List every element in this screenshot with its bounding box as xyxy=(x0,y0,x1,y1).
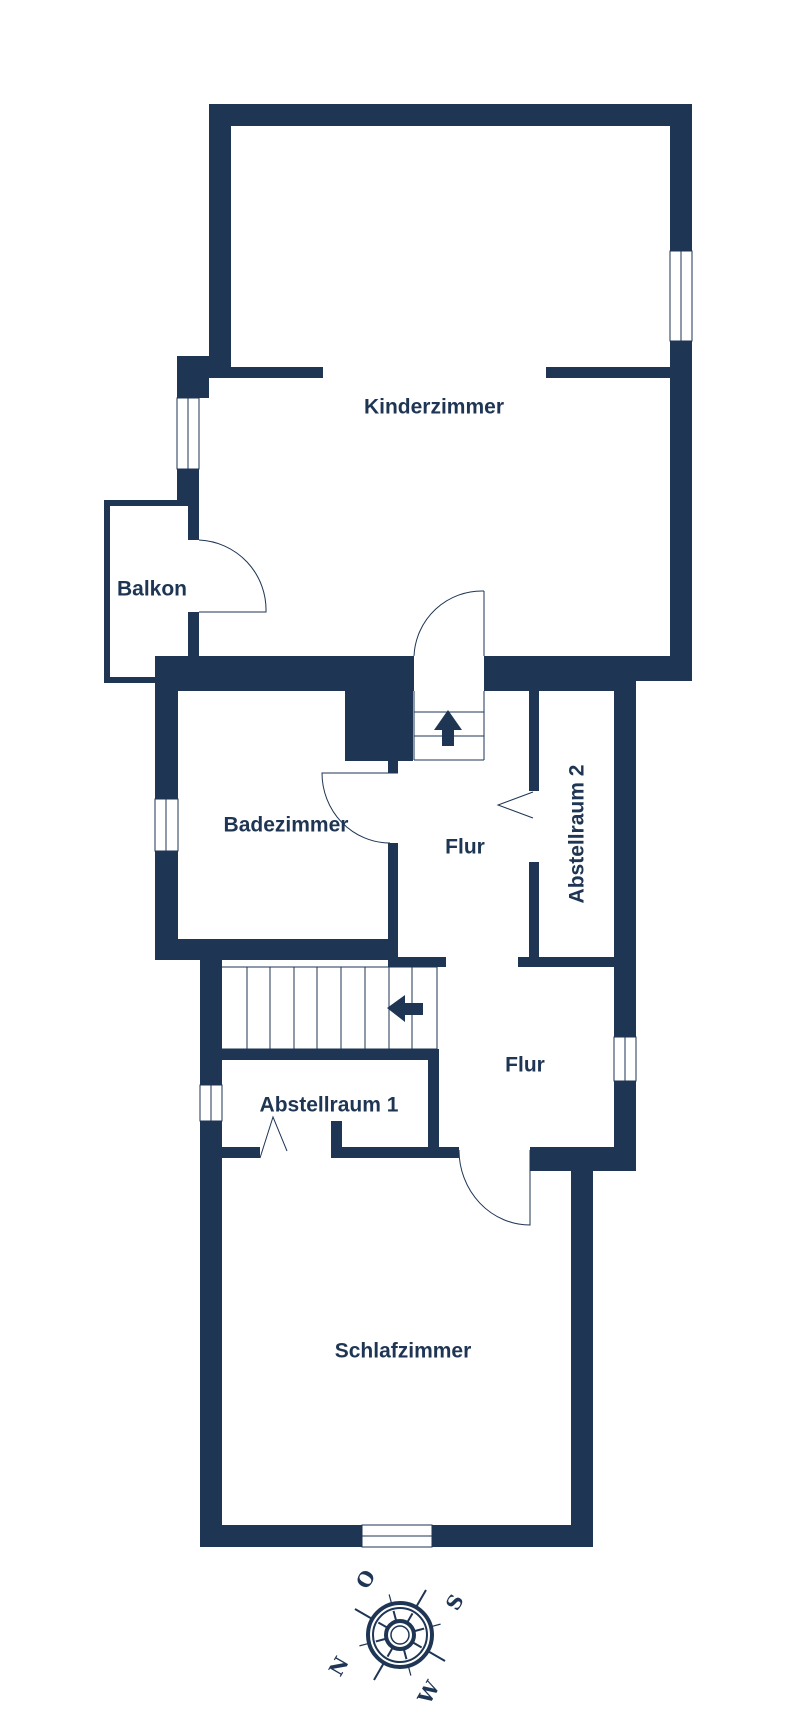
walls xyxy=(104,104,692,1547)
compass-inner-spoke xyxy=(386,1646,394,1658)
abstellraum-2-door xyxy=(496,791,534,819)
compass-west-label: W xyxy=(412,1676,445,1709)
label-schlafzimmer: Schlafzimmer xyxy=(335,1340,472,1363)
label-badezimmer: Badezimmer xyxy=(224,814,349,837)
label-abstellraum-2: Abstellraum 2 xyxy=(566,765,589,904)
compass-south-label: S xyxy=(441,1590,469,1615)
compass-rose-icon: O S W N xyxy=(324,1566,469,1709)
compass-tick xyxy=(430,1623,441,1628)
compass-tick xyxy=(354,1608,373,1620)
compass-north-label: N xyxy=(324,1652,354,1680)
upper-stairs xyxy=(413,691,485,761)
compass-tick xyxy=(388,1594,393,1605)
stair-door xyxy=(413,590,485,657)
compass-inner-spoke xyxy=(413,1627,425,1633)
label-flur-lower: Flur xyxy=(505,1054,545,1077)
compass-tick xyxy=(415,1589,427,1608)
compass-tick xyxy=(407,1665,412,1676)
compass-inner-spoke xyxy=(411,1641,423,1649)
stair-left-arrow-icon xyxy=(387,995,423,1022)
schlafzimmer-door xyxy=(458,1149,531,1226)
compass-inner-spoke xyxy=(406,1612,414,1624)
compass-tick xyxy=(359,1642,370,1647)
doors xyxy=(198,539,534,1226)
bath-door xyxy=(321,772,398,844)
label-balkon: Balkon xyxy=(117,578,187,601)
lower-stairs xyxy=(222,966,438,1050)
compass-inner-spoke xyxy=(402,1648,408,1660)
compass-tick xyxy=(373,1662,385,1681)
compass-inner-spoke xyxy=(375,1637,387,1643)
label-abstellraum-1: Abstellraum 1 xyxy=(260,1094,399,1117)
label-kinderzimmer: Kinderzimmer xyxy=(364,396,504,419)
room-labels: Kinderzimmer Balkon Badezimmer Flur Abst… xyxy=(117,396,589,1363)
compass-inner-spoke xyxy=(392,1610,398,1622)
abstellraum-1-door xyxy=(259,1115,288,1159)
stair-up-arrow-icon xyxy=(434,710,462,746)
compass-inner-spoke xyxy=(377,1621,389,1629)
balkon-door xyxy=(198,539,267,613)
compass-tick xyxy=(427,1650,446,1662)
windows xyxy=(154,250,693,1548)
compass-east-label: O xyxy=(351,1566,380,1593)
label-flur-upper: Flur xyxy=(445,836,485,859)
